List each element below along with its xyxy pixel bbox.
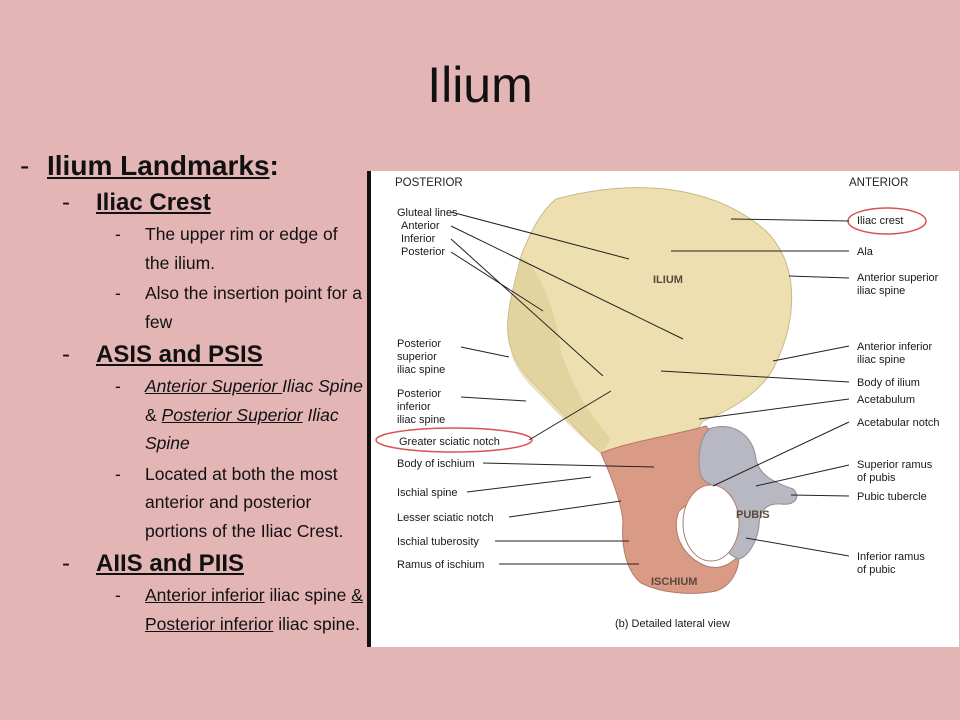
obturator-foramen [682,484,740,562]
ischium-bone-label: ISCHIUM [651,576,697,588]
label-ala: Ala [857,246,874,258]
label-aiis-2: iliac spine [857,354,905,366]
figure-caption: (b) Detailed lateral view [615,618,730,630]
section-title-asis-psis: - ASIS and PSIS [62,341,263,368]
label-piis-3: iliac spine [397,414,445,426]
bullet-heading: - Ilium Landmarks: [20,148,365,184]
label-ramus-of-ischium: Ramus of ischium [397,559,484,571]
dash: - [20,150,30,181]
label-asis-1: Anterior superior [857,272,939,284]
list-item: - Anterior Superior Iliac Spine & Poster… [115,376,363,453]
anterior-label: ANTERIOR [849,177,908,189]
leader-lines-right [660,218,850,557]
label-gluteal-inferior: Inferior [401,233,436,245]
hip-bone-diagram: POSTERIOR ANTERIOR ILIUM PUBIS ISCHIUM G… [367,171,959,647]
pubis-bone-label: PUBIS [736,509,770,521]
label-body-of-ilium: Body of ilium [857,377,920,389]
ilium-bone-label: ILIUM [653,274,683,286]
label-acetabular-notch: Acetabular notch [857,417,940,429]
highlight-circle-greater-sciatic [375,427,533,453]
label-asis-2: iliac spine [857,285,905,297]
label-lesser-sciatic-notch: Lesser sciatic notch [397,512,494,524]
leader-lines-left [450,211,684,565]
heading-colon: : [269,150,279,181]
list-item: - The upper rim or edge of the ilium. [115,224,338,273]
list-item: - Located at both the most anterior and … [115,463,344,541]
label-pubic-tubercle: Pubic tubercle [857,491,927,503]
label-psis-3: iliac spine [397,364,445,376]
bullet-list: - Ilium Landmarks: - Iliac Crest - The u… [20,148,365,638]
label-gluteal-posterior: Posterior [401,246,445,258]
section-title-iliac-crest: - Iliac Crest [62,189,211,216]
posterior-label: POSTERIOR [395,177,463,189]
label-ischial-spine: Ischial spine [397,487,458,499]
hip-bone-svg: POSTERIOR ANTERIOR ILIUM PUBIS ISCHIUM G… [375,177,940,630]
label-psis-2: superior [397,351,437,363]
label-superior-ramus-2: of pubis [857,472,896,484]
label-inferior-ramus-1: Inferior ramus [857,551,925,563]
slide-title: Ilium [427,57,533,113]
label-psis-1: Posterior [397,338,441,350]
label-acetabulum: Acetabulum [857,394,915,406]
list-item: - Also the insertion point for a few [115,283,362,332]
list-item: - Anterior inferior iliac spine & Poster… [115,585,363,634]
label-inferior-ramus-2: of pubic [857,564,896,576]
label-piis-1: Posterior [397,388,441,400]
section-title-aiis-piis: - AIIS and PIIS [62,550,245,577]
label-body-of-ischium: Body of ischium [397,458,475,470]
label-gluteal-lines: Gluteal lines [397,207,458,219]
heading-text: Ilium Landmarks [47,150,270,181]
label-iliac-crest: Iliac crest [857,215,903,227]
label-aiis-1: Anterior inferior [857,341,933,353]
label-gluteal-anterior: Anterior [401,220,440,232]
label-piis-2: inferior [397,401,431,413]
label-ischial-tuberosity: Ischial tuberosity [397,536,479,548]
label-greater-sciatic-notch: Greater sciatic notch [399,436,500,448]
label-superior-ramus-1: Superior ramus [857,459,933,471]
